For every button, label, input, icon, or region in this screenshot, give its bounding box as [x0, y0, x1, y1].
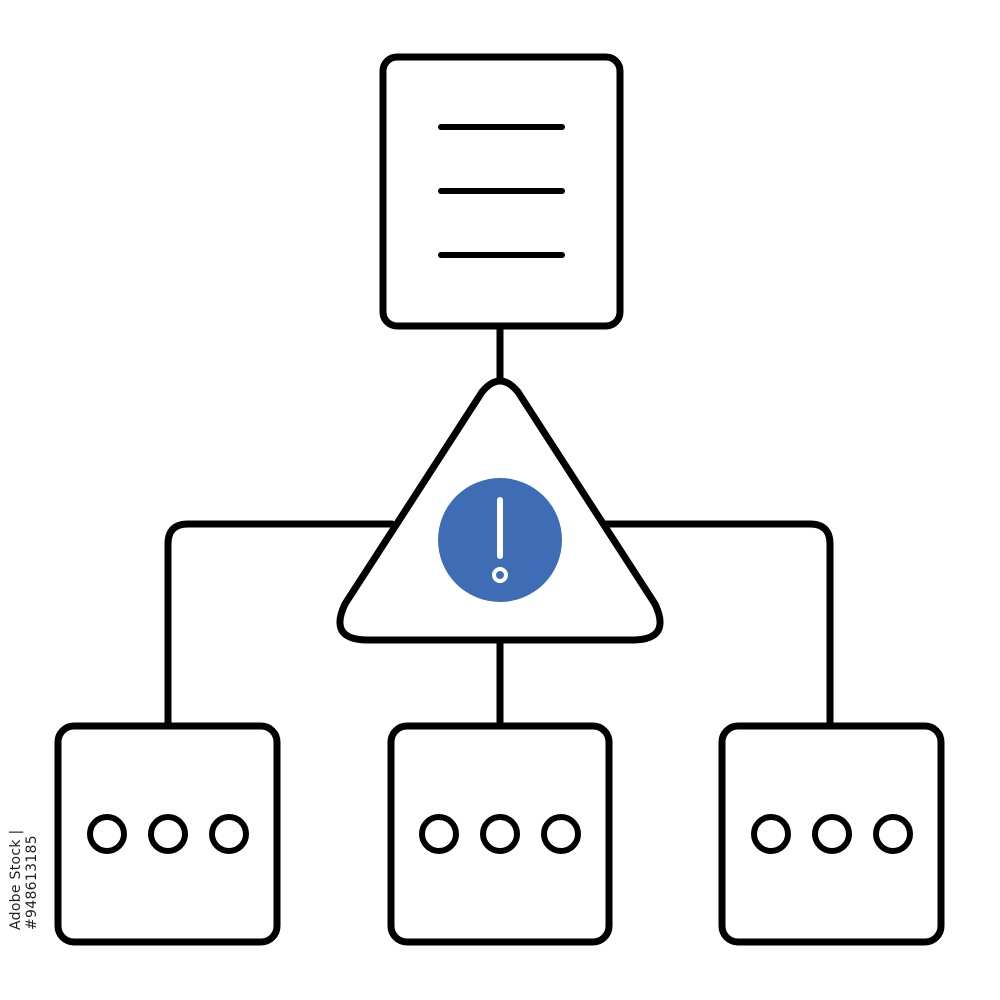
warning-triangle-icon	[336, 377, 664, 644]
connector-warning-to-left-node	[164, 520, 396, 730]
node-dot-2	[480, 814, 520, 854]
node-box-middle	[387, 722, 613, 946]
stock-id-text: Adobe Stock | #948613185	[8, 829, 40, 930]
node-dot-3	[209, 814, 249, 854]
node-dot-1	[419, 814, 459, 854]
connectors	[164, 322, 834, 730]
node-box-right	[718, 722, 945, 946]
node-box-left	[54, 722, 281, 946]
node-dot-1	[87, 814, 127, 854]
node-dot-3	[873, 814, 913, 854]
node-dot-2	[148, 814, 188, 854]
node-dot-1	[751, 814, 791, 854]
node-dot-2	[812, 814, 852, 854]
connector-warning-to-right-node	[602, 520, 834, 730]
node-dot-3	[541, 814, 581, 854]
document-icon	[379, 53, 624, 330]
exclamation-dot	[492, 567, 508, 583]
